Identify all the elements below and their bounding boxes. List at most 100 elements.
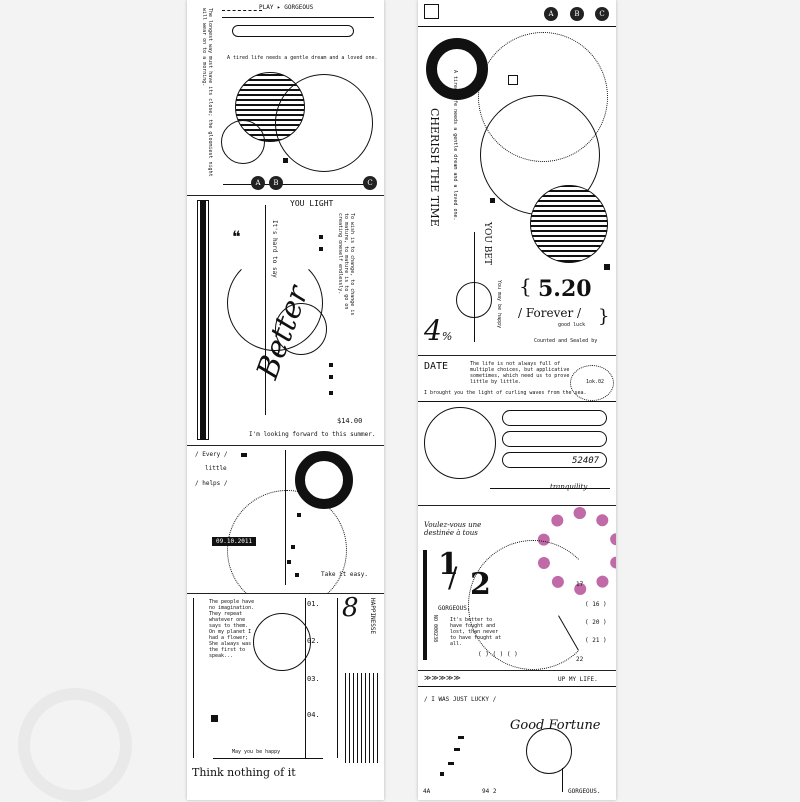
left-panel-3: / Every / little / helps / 09.10.2011 Ta… — [187, 445, 384, 594]
brace-right: } — [598, 306, 610, 327]
outline-circle — [253, 613, 311, 671]
square-outline — [424, 4, 439, 19]
top-rule — [418, 26, 616, 27]
forever: Forever — [525, 306, 574, 320]
right-panel-1: A B C CHERISH THE TIME A tired life need… — [418, 0, 616, 356]
black-dot — [283, 158, 288, 163]
left-panel-1: The longest way must have its close; the… — [187, 0, 384, 196]
tired-text-inner: A tired life needs a gentle dream and a … — [452, 70, 458, 221]
take-it-easy: Take it easy. — [321, 571, 368, 578]
outline-circle — [424, 407, 496, 479]
barcode-stripes — [345, 673, 379, 763]
dot — [329, 363, 333, 367]
right-panel-4: ≫≫≫≫≫ UP MY LIFE. / I WAS JUST LUCKY / G… — [418, 670, 616, 800]
washi-strip-left: The longest way must have its close; the… — [187, 0, 384, 800]
underline — [213, 758, 323, 759]
counted-sealed: Counted and Sealed by — [534, 338, 598, 344]
chevrons: ≫≫≫≫≫ — [424, 674, 461, 682]
you-bet: YOU BET — [482, 222, 502, 265]
cherish-text: CHERISH THE TIME — [428, 108, 441, 227]
washi-strip-right: A B C CHERISH THE TIME A tired life need… — [418, 0, 616, 800]
cherish: CHERISH THE TIME — [428, 108, 467, 227]
black-bar — [423, 550, 427, 660]
num-01: 01. — [307, 600, 320, 608]
num-03: 03. — [307, 675, 320, 683]
number-code: NO 000238 — [432, 615, 444, 642]
dot — [319, 247, 323, 251]
number-52407: 52407 — [572, 456, 600, 466]
dash-mark — [448, 762, 454, 765]
hard-text: It's hard to say — [271, 220, 278, 278]
hard-to-say: It's hard to say — [271, 220, 278, 320]
num-16: ( 16 ) — [585, 601, 607, 608]
half-one: 1 — [438, 547, 459, 582]
num-02: 02. — [307, 637, 320, 645]
helps-label: / helps / — [195, 480, 228, 487]
forward-text: I'm looking forward to this summer. — [249, 431, 376, 438]
num-21: ( 21 ) — [585, 637, 607, 644]
dot — [440, 772, 444, 776]
dot — [319, 235, 323, 239]
date-number: 5.20 — [538, 276, 592, 302]
dot — [604, 264, 610, 270]
pct-value: 4 — [424, 314, 442, 347]
parens: ( ) ( ) ( ) — [478, 651, 518, 658]
date-text: DATE: — [199, 285, 205, 301]
badge-c: C — [595, 7, 609, 21]
top-rule — [222, 17, 374, 18]
pill-2 — [502, 431, 607, 447]
life-text: The life is not always full of multiple … — [470, 361, 570, 385]
dot — [297, 513, 301, 517]
dot — [295, 573, 299, 577]
dot — [329, 375, 333, 379]
outline-circle — [227, 255, 323, 351]
wish-text: To wish is to change, to change is to ma… — [337, 213, 377, 323]
slash: / — [448, 561, 458, 594]
right-panel-3: Voulez-vous une destinée à tous 1 / 2 GO… — [418, 505, 616, 671]
tired-text: A tired life needs a gentle dream and a … — [452, 70, 458, 270]
tick-line — [474, 232, 475, 342]
voulez-text: Voulez-vous une destinée à tous — [424, 521, 482, 537]
you-bet-text: YOU BET — [482, 222, 492, 265]
good-luck: good luck — [558, 322, 586, 328]
outline-circle-large — [275, 74, 373, 172]
price-tag: $14.00 — [337, 417, 363, 425]
date-label: DATE: — [199, 285, 205, 300]
mid-rule — [305, 598, 306, 758]
every-label: / Every / — [195, 451, 228, 458]
dash-mark — [241, 453, 247, 457]
pill-3 — [502, 452, 607, 468]
pill-1 — [502, 410, 607, 426]
num-04: 04. — [307, 711, 320, 719]
num-22: 22 — [576, 656, 584, 663]
empty-pill — [232, 25, 354, 37]
badge-a: A — [251, 176, 265, 190]
dot — [291, 545, 295, 549]
up-my-life: UP MY LIFE. — [558, 676, 598, 683]
dotted-arc — [468, 540, 598, 670]
big-eight: 8 — [342, 593, 359, 623]
side-quote-text: The longest way must have its close; the… — [201, 8, 225, 188]
gorgeous-footer: GORGEOUS. — [568, 788, 601, 795]
badge-b: B — [570, 7, 584, 21]
lucky-label: / I WAS JUST LUCKY / — [424, 696, 497, 703]
brace-left: { — [519, 274, 532, 298]
think-nothing: Think nothing of it — [192, 766, 296, 779]
bold-ring — [426, 38, 488, 100]
tranquility-script: tranquility — [550, 483, 588, 491]
you-light-label: YOU LIGHT — [290, 199, 334, 208]
date-tag: 09.10.2011 — [212, 537, 257, 546]
you-bet-small-text: You may be happy — [496, 280, 502, 329]
good-fortune-script: Good Fortune — [510, 718, 601, 733]
number-code-text: NO 000238 — [432, 615, 438, 643]
better-text: It's better to have fought and lost, tha… — [450, 617, 502, 647]
happinesse: HAPPINESSE — [369, 598, 376, 634]
badge-c: C — [363, 176, 377, 190]
dot — [287, 560, 291, 564]
background-ring — [18, 688, 132, 802]
badge-a: A — [544, 7, 558, 21]
left-rule — [193, 598, 194, 758]
side-quote: The longest way must have its close; the… — [201, 8, 213, 177]
bottom-rule — [223, 184, 373, 185]
striped-circle — [530, 185, 608, 263]
